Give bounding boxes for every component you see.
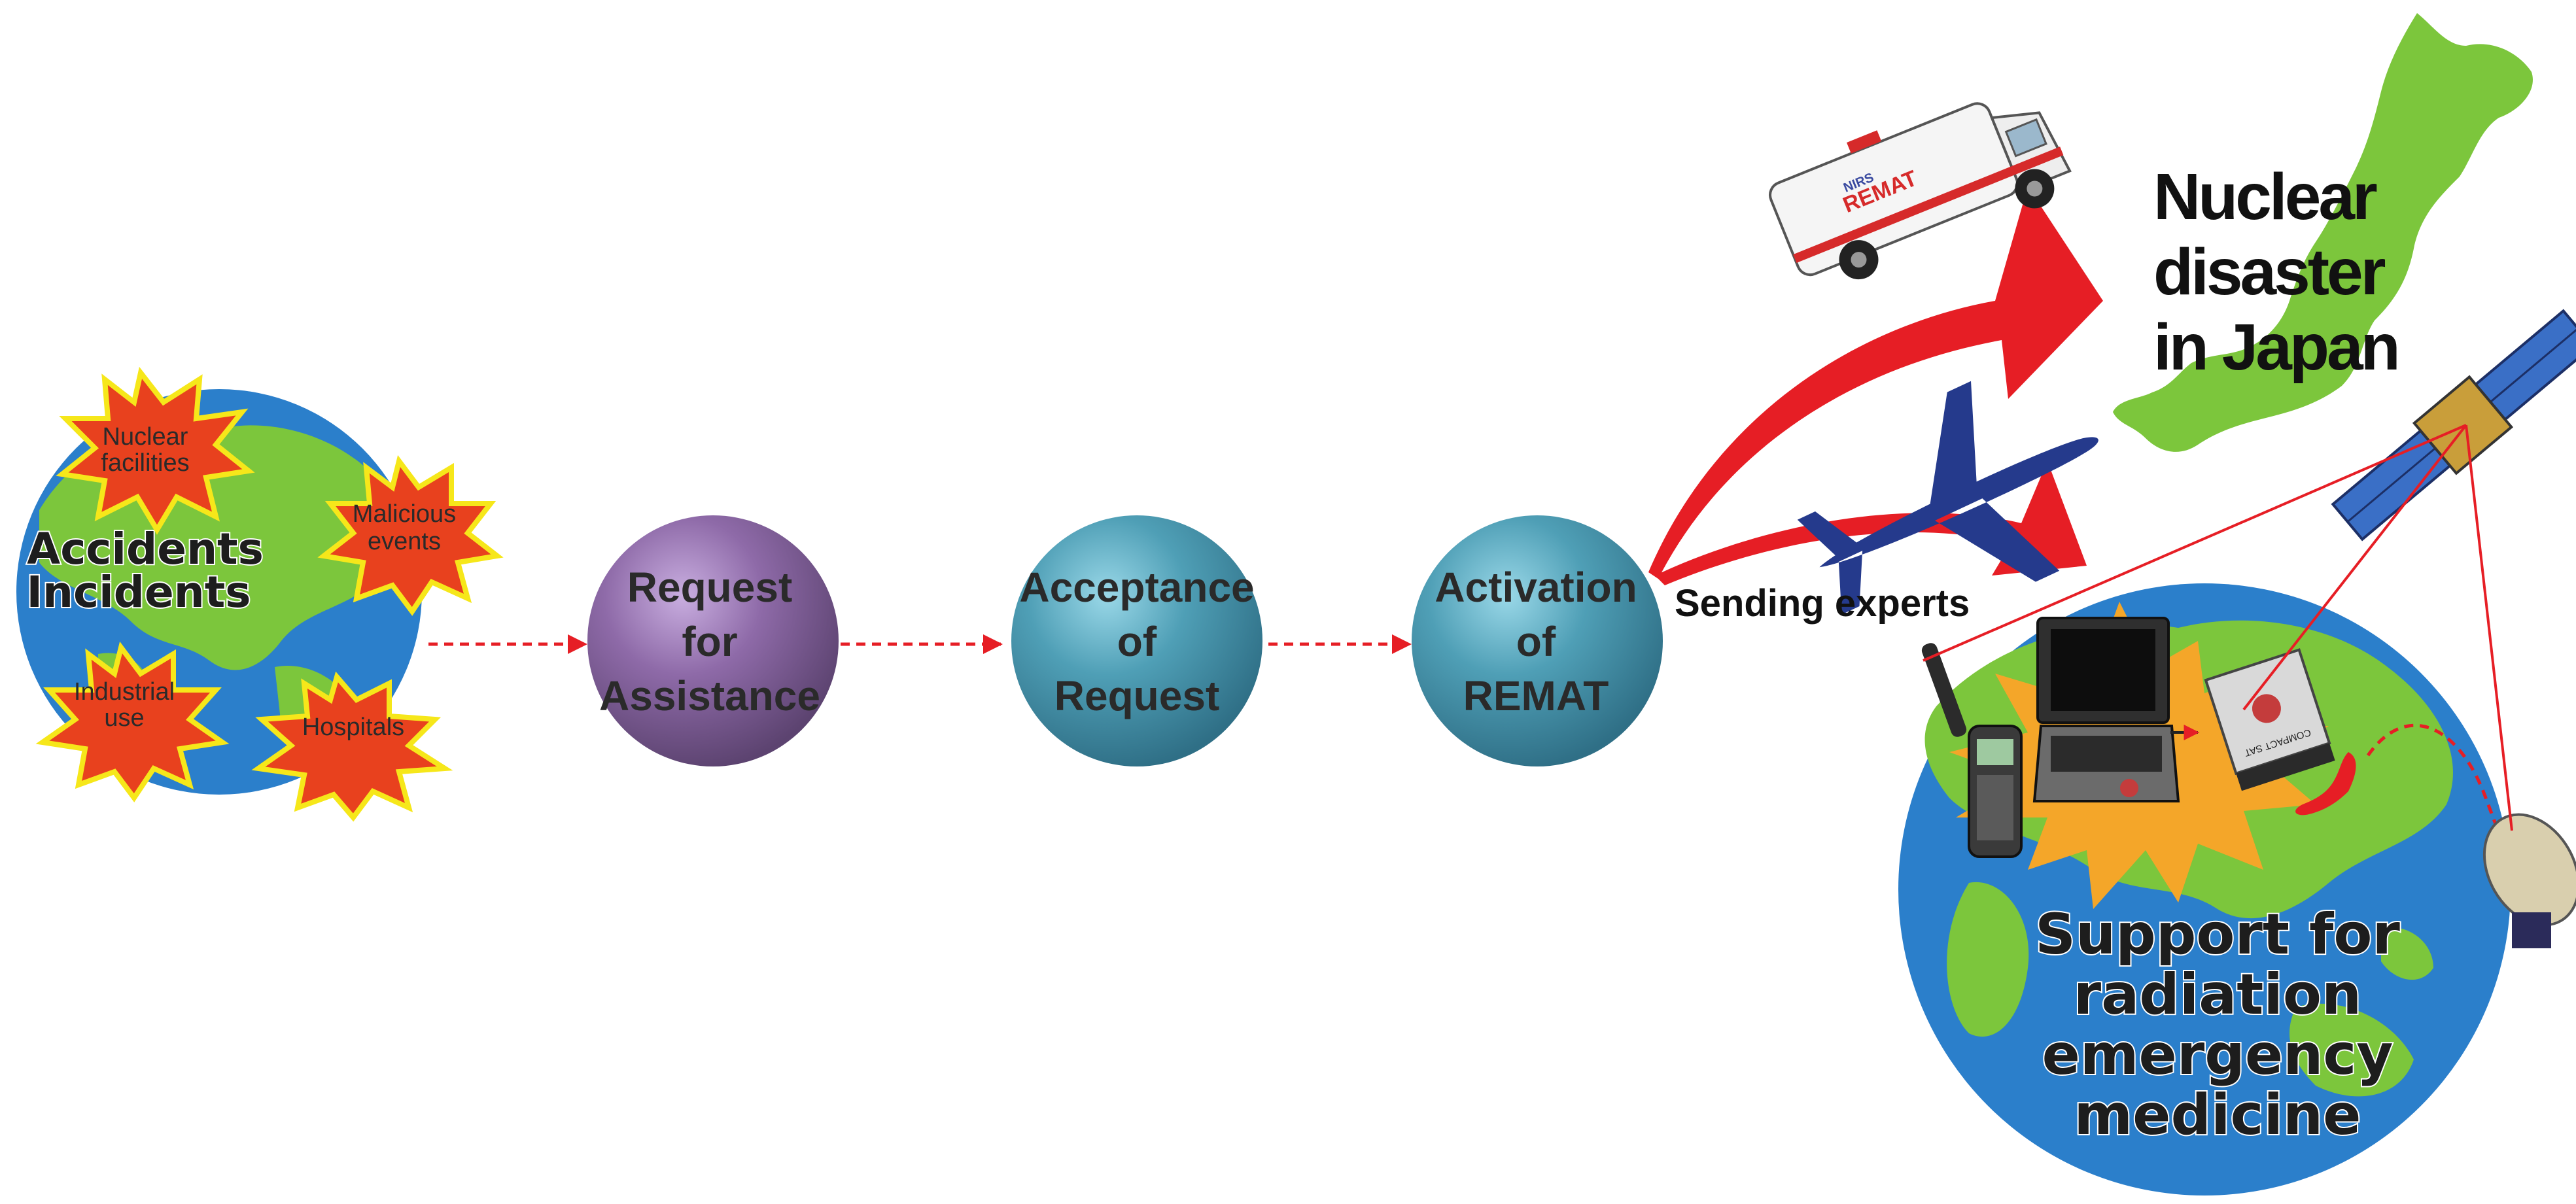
burst-industrial-use: Industrial use	[35, 641, 230, 802]
satellite-dish-icon	[2482, 813, 2576, 948]
terminal-logo	[2252, 694, 2281, 723]
dish-reflector	[2482, 813, 2576, 927]
stage-activation-line-1: Activation	[1435, 564, 1637, 611]
satlink-dish	[2465, 424, 2513, 831]
satlink-globe-left	[1923, 424, 2467, 662]
right-globe-title-line-1: Support for	[2035, 902, 2400, 967]
left-globe-title-line-1: Accidents	[27, 524, 264, 574]
laptop-icon	[2032, 617, 2180, 802]
stage-request-line-1: Request	[627, 564, 793, 611]
japan-marker-on-globe	[2295, 752, 2356, 816]
vehicle-light	[1847, 130, 1882, 154]
satlink-terminal	[2242, 424, 2467, 711]
burst-nuclear-line-2: facilities	[101, 449, 189, 477]
compact-sat-terminal-icon: COMPACT SAT	[2204, 648, 2335, 791]
right-globe-title-line-2: radiation	[2074, 962, 2361, 1027]
vehicle-window	[2004, 118, 2047, 158]
burst-industrial-shape	[35, 641, 230, 802]
stage-activation-of-remat: Activation of REMAT	[1412, 515, 1663, 766]
phone-keypad	[1977, 775, 2013, 840]
stage-acceptance-sphere	[1011, 515, 1262, 766]
stage-acceptance-line-1: Acceptance	[1019, 564, 1254, 611]
laptop-screen	[2051, 629, 2155, 711]
japan-title-line-2: disaster	[2153, 235, 2386, 309]
airplane-icon	[1797, 381, 2098, 615]
stage-request-line-3: Assistance	[599, 672, 820, 719]
stage-activation-line-2: of	[1516, 618, 1556, 665]
right-globe-title-line-3: emergency	[2042, 1022, 2393, 1088]
red-arrow-to-world	[1655, 461, 2087, 585]
stage-activation-sphere	[1412, 515, 1663, 766]
burst-hospitals: Hospitals	[251, 671, 453, 822]
stage-request-sphere	[587, 515, 839, 766]
burst-industrial-line-1: Industrial	[74, 678, 175, 706]
burst-malicious-line-2: events	[368, 528, 441, 555]
burst-malicious-shape	[317, 455, 504, 616]
vehicle-stripe	[1793, 146, 2064, 264]
dish-base	[2512, 912, 2551, 948]
vehicle-hub-front	[2027, 181, 2043, 197]
phone-screen	[1977, 739, 2013, 765]
stage-acceptance-line-2: of	[1117, 618, 1157, 665]
burst-nuclear-facilities: Nuclear facilities	[56, 366, 255, 535]
stage-acceptance-line-3: Request	[1054, 672, 1220, 719]
vehicle-hub-rear	[1851, 252, 1867, 268]
stage-request-line-2: for	[682, 618, 737, 665]
burst-hospitals-shape	[251, 671, 453, 822]
burst-hospitals-line-1: Hospitals	[302, 714, 404, 741]
stage-acceptance-of-request: Acceptance of Request	[1011, 515, 1262, 766]
burst-industrial-line-2: use	[104, 704, 144, 732]
japan-to-dish-link	[2366, 723, 2509, 852]
left-globe-title-line-2: Incidents	[26, 567, 251, 617]
satellite-phone-icon	[1921, 643, 2023, 858]
terminal-base	[2236, 743, 2335, 791]
right-globe-title-line-4: medicine	[2074, 1082, 2361, 1148]
burst-nuclear-line-1: Nuclear	[103, 423, 188, 451]
laptop-keyboard	[2051, 736, 2162, 772]
red-arrow-to-japan	[1648, 186, 2103, 579]
stage-request-for-assistance: Request for Assistance	[587, 515, 839, 766]
burst-malicious-events: Malicious events	[317, 455, 504, 616]
japan-map	[2113, 13, 2533, 452]
phone-antenna	[1921, 643, 1967, 737]
stage-activation-line-3: REMAT	[1463, 672, 1609, 719]
japan-title-line-3: in Japan	[2153, 311, 2398, 384]
remat-vehicle: NIRS REMAT	[1769, 102, 2072, 280]
sending-experts-label: Sending experts	[1675, 582, 1970, 625]
japan-title-line-1: Nuclear	[2153, 160, 2377, 233]
burst-malicious-line-1: Malicious	[353, 500, 456, 528]
airplane-silhouette	[1797, 381, 2098, 615]
burst-nuclear-shape	[56, 366, 255, 535]
laptop-badge	[2120, 779, 2138, 797]
